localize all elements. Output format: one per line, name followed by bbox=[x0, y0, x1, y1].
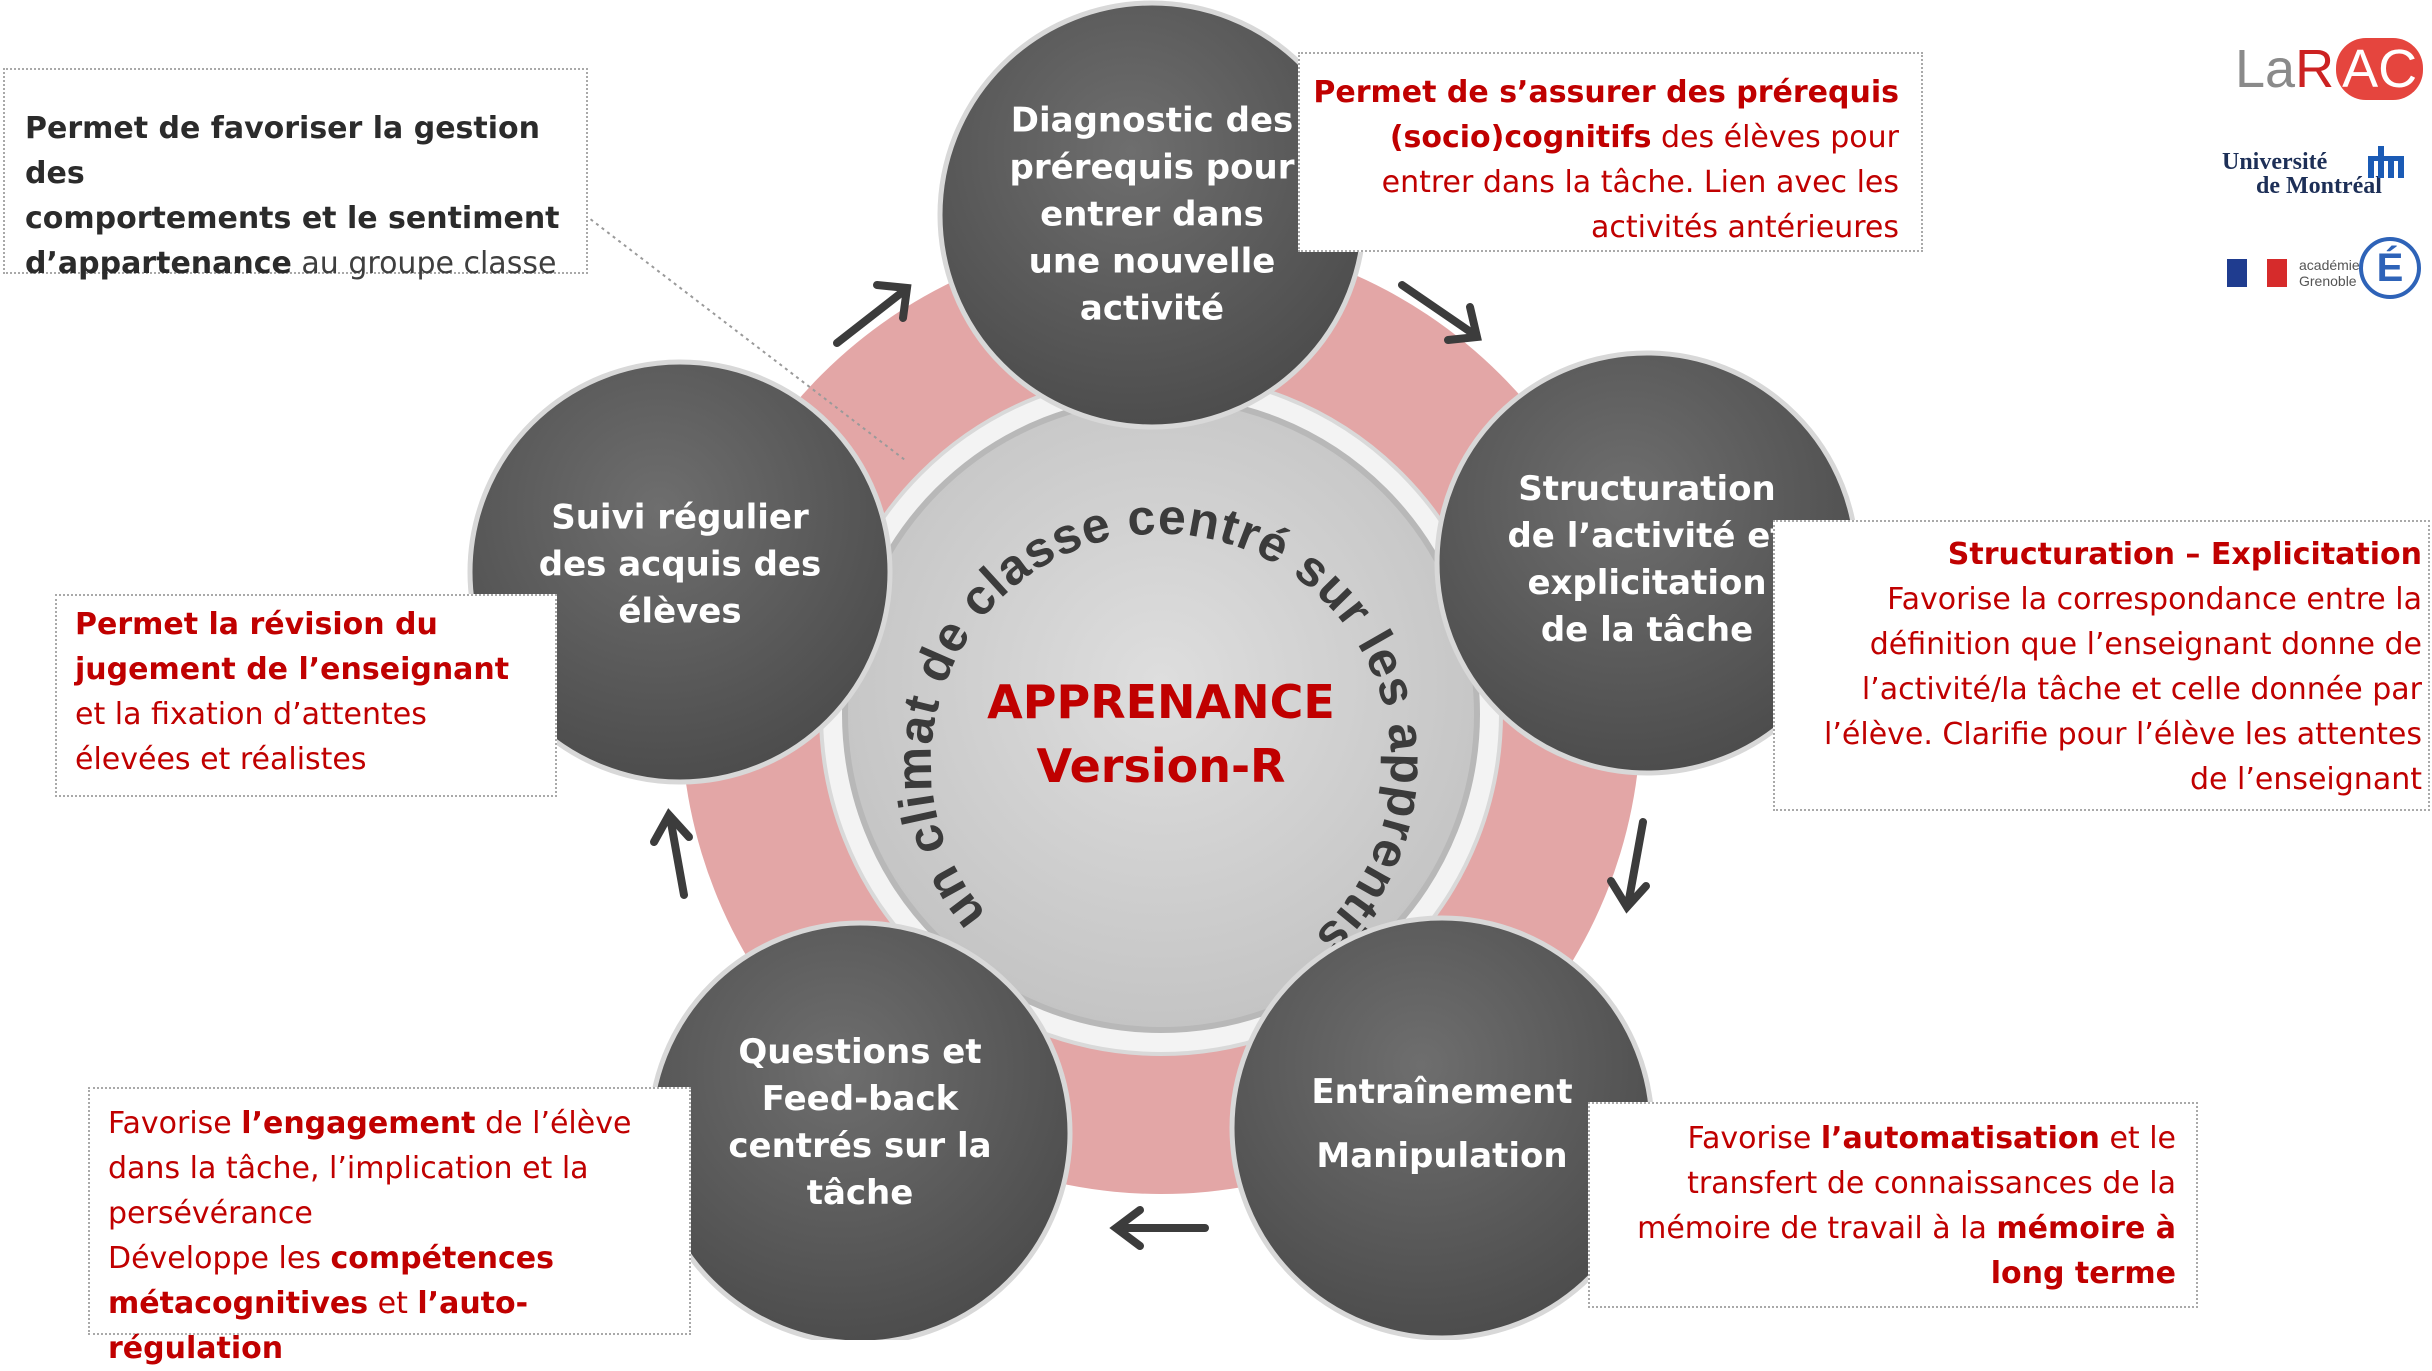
step-line: tâche bbox=[806, 1173, 914, 1213]
logo-text: Université bbox=[2222, 149, 2328, 175]
note-bold: mémoire à bbox=[1996, 1211, 2176, 1246]
note-bold: métacognitives bbox=[108, 1286, 369, 1321]
note-bold: d’appartenance bbox=[25, 246, 292, 281]
note-text: Favorise bbox=[108, 1106, 242, 1141]
arrow-diagnostic-to-structuration bbox=[1398, 281, 1482, 344]
step-line: entrer dans bbox=[1040, 194, 1264, 235]
cycle-diagram: Etablir un climat de classe centré sur l… bbox=[0, 0, 1860, 1340]
step-line: activité bbox=[1079, 288, 1225, 329]
note-text: Favorise bbox=[1687, 1121, 1821, 1156]
step-line: Questions et bbox=[738, 1032, 982, 1072]
note-line: Permet la révision du bbox=[75, 607, 438, 642]
center-title-line1: APPRENANCE bbox=[987, 675, 1335, 729]
step-line: Suivi régulier bbox=[551, 497, 809, 538]
step-diagnostic-label: Diagnostic des prérequis pour entrer dan… bbox=[1002, 98, 1302, 333]
logo-text: La bbox=[2235, 39, 2296, 99]
note-text: et le bbox=[2099, 1121, 2176, 1156]
step-questions-label: Questions et Feed-back centrés sur la tâ… bbox=[710, 1029, 1010, 1217]
step-line: Feed-back bbox=[761, 1079, 959, 1119]
note-line: dans la tâche, l’implication et la bbox=[108, 1151, 589, 1186]
note-top-left: Permet de favoriser la gestion des compo… bbox=[3, 68, 588, 281]
note-line: et la fixation d’attentes bbox=[75, 697, 427, 732]
step-line: élèves bbox=[618, 591, 742, 632]
note-line: Favorise la correspondance entre la bbox=[1887, 582, 2422, 617]
step-line: centrés sur la bbox=[728, 1126, 992, 1166]
note-line: de l’enseignant bbox=[2189, 762, 2422, 797]
step-line: de l’activité et bbox=[1507, 516, 1787, 556]
arrow-suivi-to-diagnostic bbox=[833, 281, 912, 347]
step-line: Structuration bbox=[1518, 469, 1776, 509]
note-line: entrer dans la tâche. Lien avec les bbox=[1381, 165, 1899, 200]
step-suivi-circle bbox=[467, 359, 893, 785]
note-line: activités antérieures bbox=[1591, 210, 1899, 245]
note-line: l’activité/la tâche et celle donnée par bbox=[1861, 672, 2422, 707]
note-line: long terme bbox=[1990, 1256, 2176, 1291]
note-line: jugement de l’enseignant bbox=[75, 652, 510, 687]
note-top-right: Permet de s’assurer des prérequis (socio… bbox=[1298, 52, 1923, 252]
note-line: l’élève. Clarifie pour l’élève les atten… bbox=[1824, 717, 2422, 752]
center-title: APPRENANCE Version-R bbox=[987, 670, 1335, 798]
step-line: des acquis des bbox=[538, 544, 822, 585]
academie-logo: académie Grenoble É bbox=[2225, 235, 2425, 315]
step-suivi-label: Suivi régulier des acquis des élèves bbox=[530, 495, 830, 636]
note-bold: (socio)cognitifs bbox=[1389, 120, 1652, 155]
step-line: de la tâche bbox=[1540, 610, 1754, 650]
logo-text: AC bbox=[2336, 38, 2424, 100]
note-bold: compétences bbox=[330, 1241, 555, 1276]
note-line: transfert de connaissances de la bbox=[1687, 1166, 2176, 1201]
note-bottom-left: Favorise l’engagement de l’élève dans la… bbox=[88, 1087, 691, 1366]
france-flag-icon bbox=[2227, 259, 2287, 287]
note-text: des élèves pour bbox=[1651, 120, 1899, 155]
note-text: au groupe classe bbox=[291, 246, 557, 281]
note-text: Développe les bbox=[108, 1241, 331, 1276]
step-line: prérequis pour bbox=[1009, 147, 1295, 188]
note-bottom-right: Favorise l’automatisation et le transfer… bbox=[1588, 1102, 2198, 1308]
logo-text: académie bbox=[2299, 257, 2360, 273]
step-structuration-label: Structuration de l’activité et explicita… bbox=[1497, 466, 1797, 654]
note-line: élevées et réalistes bbox=[75, 742, 367, 777]
note-line: Structuration – Explicitation bbox=[1947, 537, 2422, 572]
step-line: Entraînement bbox=[1311, 1072, 1573, 1112]
step-line: Diagnostic des bbox=[1010, 100, 1294, 141]
udem-emblem-icon bbox=[2368, 146, 2404, 178]
note-line: Permet de s’assurer des prérequis bbox=[1313, 75, 1899, 110]
note-line: définition que l’enseignant donne de bbox=[1869, 627, 2422, 662]
note-text: mémoire de travail à la bbox=[1637, 1211, 1997, 1246]
step-line: explicitation bbox=[1527, 563, 1767, 603]
note-left: Permet la révision du jugement de l’ense… bbox=[55, 594, 557, 797]
note-right: Structuration – Explicitation Favorise l… bbox=[1773, 520, 2430, 811]
arrow-questions-to-suivi bbox=[650, 808, 693, 899]
step-line: Manipulation bbox=[1316, 1136, 1568, 1176]
arrow-entrainement-to-questions bbox=[1109, 1206, 1209, 1250]
note-text: et bbox=[368, 1286, 418, 1321]
arrow-structuration-to-entrainement bbox=[1607, 818, 1650, 914]
note-line: persévérance bbox=[108, 1196, 313, 1231]
logo-text: de Montréal bbox=[2256, 173, 2382, 199]
logo-text: R bbox=[2295, 39, 2335, 99]
note-bold: l’engagement bbox=[241, 1106, 476, 1141]
center-title-line2: Version-R bbox=[1036, 739, 1286, 793]
note-bold: l’automatisation bbox=[1820, 1121, 2100, 1156]
note-text: de l’élève bbox=[475, 1106, 632, 1141]
udem-logo: Université de Montréal bbox=[2222, 146, 2412, 199]
step-entrainement-label: Entraînement Manipulation bbox=[1292, 1060, 1592, 1188]
note-line: Permet de favoriser la gestion des bbox=[25, 111, 541, 191]
logo-text: Grenoble bbox=[2299, 273, 2357, 289]
academie-e-icon: É bbox=[2359, 237, 2421, 299]
note-line: comportements et le sentiment bbox=[25, 201, 560, 236]
step-line: une nouvelle bbox=[1028, 241, 1276, 282]
